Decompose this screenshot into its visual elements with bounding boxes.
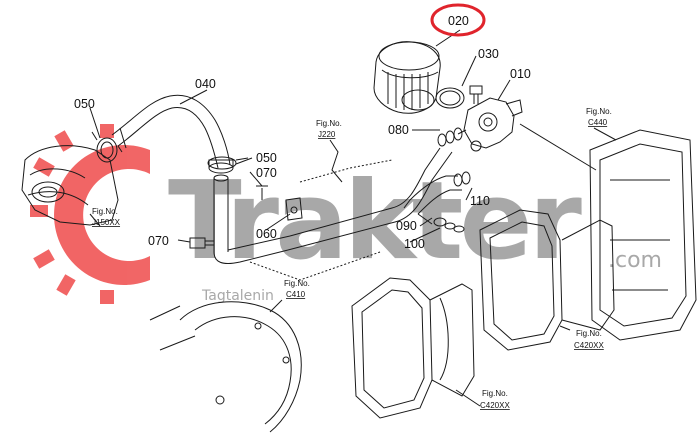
- watermark-tagline: Tagtalenin: [201, 288, 274, 304]
- orings-080: [437, 127, 463, 147]
- leader-110: [465, 187, 473, 201]
- line-art: [21, 29, 697, 433]
- boundary-line-2: [299, 159, 393, 183]
- leader-030: [461, 55, 477, 87]
- clamp-050-left: [91, 131, 123, 163]
- figref-j150: Fig.No. J150XX: [92, 207, 121, 227]
- leader-050-right: [235, 157, 253, 165]
- figref-code: C440: [588, 118, 608, 127]
- leader-040: [179, 89, 208, 105]
- figref-title: Fig.No.: [482, 389, 508, 398]
- oring-030: [435, 87, 465, 109]
- figref-c410: Fig.No. C410: [284, 279, 310, 299]
- bolt-030: [469, 85, 483, 104]
- leader-j150: [89, 213, 101, 227]
- leader-070-left: [177, 239, 191, 243]
- leader-090: [419, 217, 433, 227]
- leader-070-upper: [249, 171, 263, 187]
- part-label-010: 010: [510, 67, 531, 81]
- figref-c420-center: Fig.No. C420XX: [480, 389, 510, 410]
- leader-020: [435, 29, 461, 47]
- long-pipe: [287, 147, 453, 251]
- tube-060: [208, 159, 291, 265]
- part-label-020: 020: [448, 14, 469, 28]
- figref-c440: Fig.No. C440: [586, 107, 612, 127]
- figref-code: J220: [318, 130, 336, 139]
- figref-j220: Fig.No. J220: [316, 119, 342, 139]
- leader-c410: [269, 299, 283, 313]
- part-label-070-left: 070: [148, 234, 169, 248]
- clamp-050-right: [207, 156, 249, 170]
- part-label-110: 110: [470, 194, 490, 208]
- leader-100: [409, 227, 441, 243]
- boundary-line-1: [249, 251, 381, 281]
- watermark-brand: Trakter: [168, 159, 582, 284]
- bolt-070-left: [189, 237, 214, 249]
- engine-block-c440: [589, 129, 697, 341]
- part-label-080: 080: [388, 123, 409, 137]
- leader-c420-center: [455, 389, 481, 407]
- gearcase-center: [351, 277, 475, 419]
- part-label-040: 040: [195, 77, 216, 91]
- hose-040: [111, 94, 231, 169]
- housing-c410: [149, 301, 302, 433]
- bracket-060: [256, 185, 303, 221]
- part-label-090: 090: [396, 219, 417, 233]
- gearcase-right: [479, 209, 615, 351]
- watermark-suffix: .com: [608, 248, 662, 273]
- filter-head-010: [457, 97, 523, 152]
- figref-c420-right: Fig.No. C420XX: [574, 329, 604, 350]
- figref-code: C410: [286, 290, 306, 299]
- highlight-circle-020: [430, 3, 486, 37]
- leader-010: [497, 79, 511, 101]
- oil-filter-020: [373, 41, 441, 114]
- figref-title: Fig.No.: [316, 119, 342, 128]
- part-label-050-left: 050: [74, 97, 95, 111]
- figref-title: Fig.No.: [576, 329, 602, 338]
- leader-c420-right: [559, 325, 571, 331]
- figref-title: Fig.No.: [586, 107, 612, 116]
- figref-code: C420XX: [574, 341, 604, 350]
- leader-050-left: [89, 107, 101, 139]
- leader-c440: [593, 127, 617, 141]
- part-label-030: 030: [478, 47, 499, 61]
- part-label-060: 060: [256, 227, 277, 241]
- figref-title: Fig.No.: [284, 279, 310, 288]
- leader-060: [265, 213, 291, 231]
- figref-code: J150XX: [92, 218, 121, 227]
- part-label-100: 100: [404, 237, 425, 251]
- part-label-070-upper: 070: [256, 166, 277, 180]
- leader-j220: [329, 139, 343, 183]
- pipe-090: [403, 171, 471, 233]
- housing-left: [21, 145, 119, 226]
- gear-logo-icon: [30, 124, 151, 304]
- boundary-line-3: [519, 123, 597, 171]
- part-label-050-right: 050: [256, 151, 277, 165]
- figref-code: C420XX: [480, 401, 510, 410]
- figref-title: Fig.No.: [92, 207, 118, 216]
